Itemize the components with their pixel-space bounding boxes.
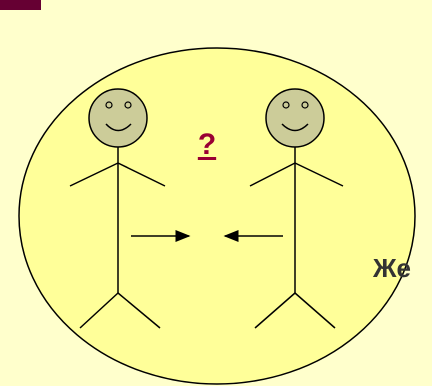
edge-text: Же	[373, 253, 411, 283]
question-link[interactable]: ?	[187, 128, 227, 162]
right-face-icon	[266, 89, 324, 147]
left-face-icon	[89, 89, 147, 147]
circle-background	[19, 48, 415, 384]
